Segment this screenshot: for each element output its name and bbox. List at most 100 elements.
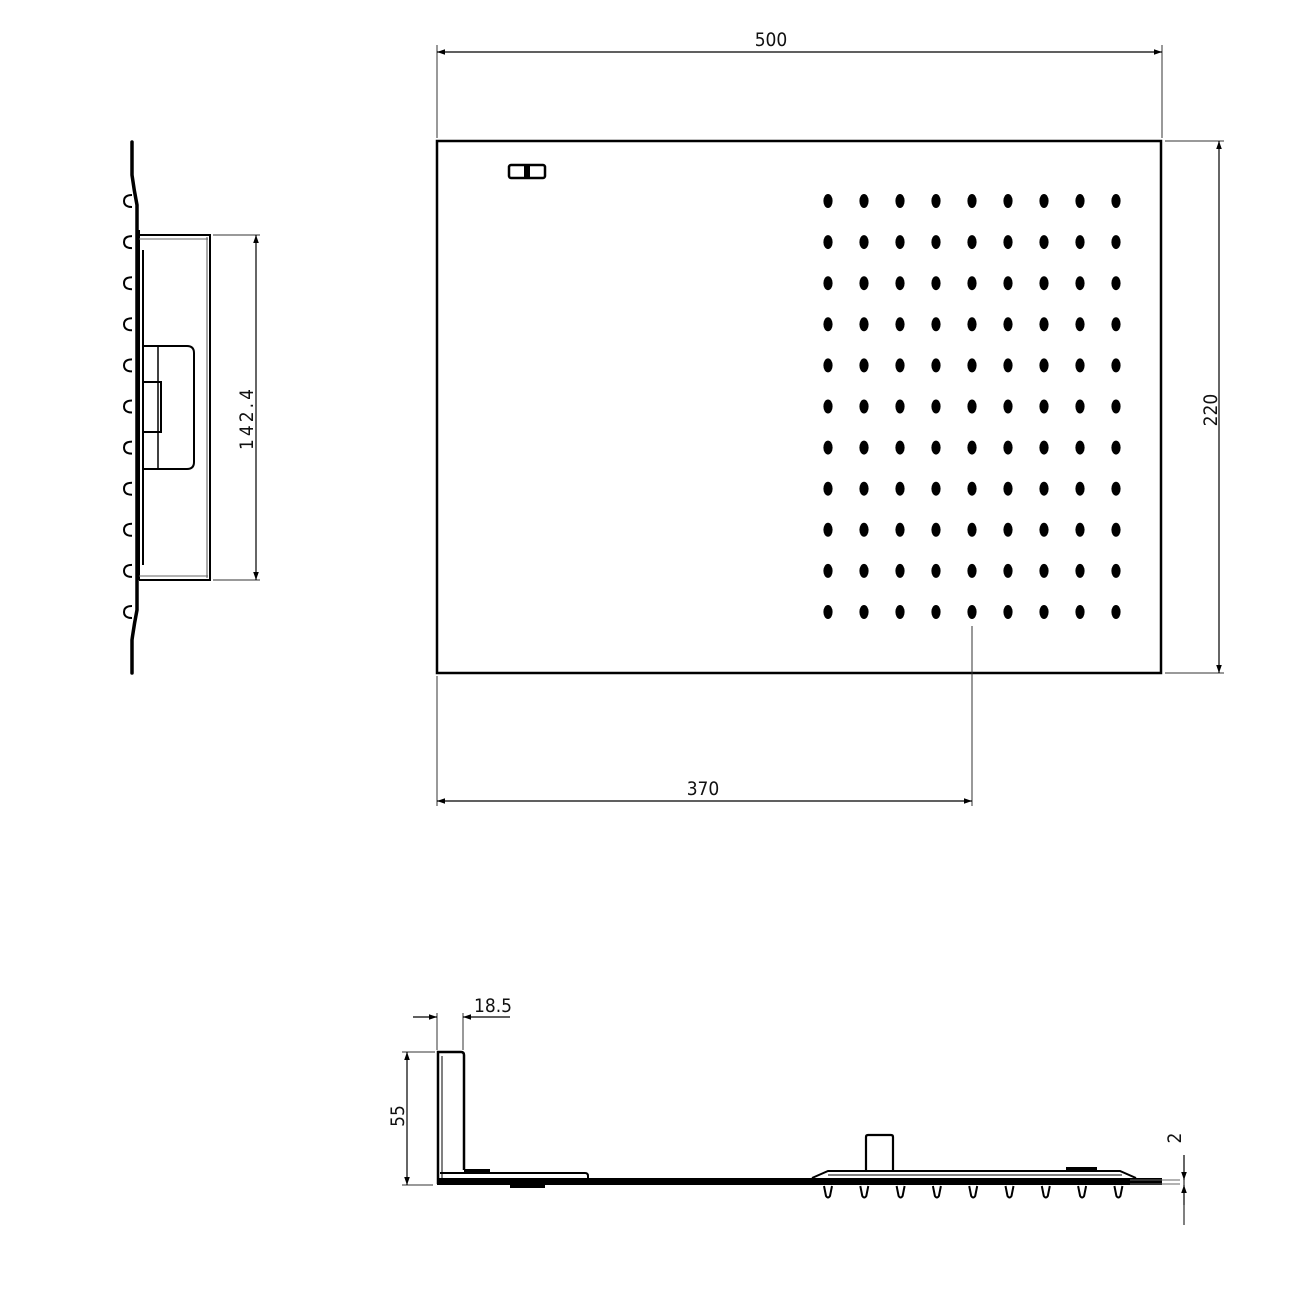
nozzle-dot [859,563,869,578]
section-view: 18.5 55 2 [387,995,1187,1225]
nozzle-dot [967,358,977,373]
section-nozzle [931,1185,942,1199]
nozzle-dot [931,563,941,578]
nozzle-dot [1003,317,1013,332]
nozzle-dot [931,358,941,373]
nozzle-dot [895,317,905,332]
nozzle-dot [1111,605,1121,619]
section-nozzle [1040,1185,1051,1199]
nozzle-dot [1039,563,1049,578]
side-nozzle [122,235,133,250]
section-nozzle-row [823,1185,1124,1199]
nozzle-dot [1075,276,1085,291]
nozzle-dot [931,194,941,208]
nozzle-dot [931,522,941,537]
nozzle-dot [895,563,905,578]
side-nozzle [122,481,133,496]
nozzle-dot [1075,399,1085,414]
nozzle-dot [823,358,833,373]
nozzle-dot [1075,522,1085,537]
side-nozzle-row [122,194,133,619]
nozzle-dot [1039,235,1049,250]
nozzle-dot [859,481,869,496]
nozzle-dot [823,440,833,455]
nozzle-dot [859,358,869,373]
side-nozzle [122,358,133,373]
nozzle-dot [1111,358,1121,373]
nozzle-dot [859,317,869,332]
nozzle-dot [1039,440,1049,455]
nozzle-dot [1003,440,1013,455]
nozzle-dot [1075,194,1085,208]
side-nozzle [122,522,133,537]
nozzle-dot [1039,481,1049,496]
nozzle-dot [931,440,941,455]
nozzle-dot [967,522,977,537]
thickness-dimension-label: 2 [1164,1133,1186,1144]
side-nozzle [122,563,133,578]
nozzle-dot [823,481,833,496]
section-nozzle [1113,1185,1124,1199]
nozzle-dot [1075,358,1085,373]
nozzle-dot [1111,276,1121,291]
nozzle-dot [1111,563,1121,578]
nozzle-dot [823,276,833,291]
nozzle-dot [931,605,941,619]
nozzle-dot [823,399,833,414]
nozzle-dot [931,481,941,496]
side-nozzle [122,317,133,332]
nozzle-dot [1111,317,1121,332]
arm-width-dimension-label: 18.5 [474,995,512,1017]
nozzle-dot [859,605,869,619]
nozzle-dot [1111,440,1121,455]
nozzle-dot [967,481,977,496]
nozzle-dot [1003,358,1013,373]
nozzle-dot [895,235,905,250]
side-nozzle [122,194,133,208]
plan-view: 500 220 370 [435,29,1224,806]
nozzle-dot [895,358,905,373]
nozzle-dot [1003,481,1013,496]
nozzle-dot [967,563,977,578]
nozzle-dot [895,276,905,291]
nozzle-dot [1003,522,1013,537]
nozzle-dot [1039,317,1049,332]
nozzle-dot [895,440,905,455]
section-nozzle [823,1185,833,1199]
nozzle-dot [859,235,869,250]
side-nozzle [122,399,133,414]
depth-dimension-label: 142.4 [236,386,258,450]
nozzle-dot [931,235,941,250]
nozzle-dot [859,399,869,414]
nozzle-dot [823,194,833,208]
nozzle-dot [1003,276,1013,291]
section-nozzle [895,1185,906,1199]
nozzle-dot [1075,563,1085,578]
nozzle-grid [823,194,1121,619]
side-nozzle [122,276,133,291]
nozzle-dot [1075,605,1085,619]
nozzle-dot [823,605,833,619]
nozzle-dot [1039,276,1049,291]
nozzle-dot [931,399,941,414]
section-nozzle [968,1185,979,1199]
nozzle-dot [1003,194,1013,208]
section-nozzle [1004,1185,1015,1199]
nozzle-dot [967,194,977,208]
nozzle-dot [1075,481,1085,496]
nozzle-dot [967,317,977,332]
nozzle-dot [823,317,833,332]
nozzle-dot [1111,522,1121,537]
nozzle-dot [859,522,869,537]
nozzle-dot [1111,399,1121,414]
nozzle-dot [895,522,905,537]
offset-dimension-label: 370 [687,778,720,800]
nozzle-dot [895,605,905,619]
nozzle-dot [1003,235,1013,250]
nozzle-dot [859,276,869,291]
nozzle-dot [823,235,833,250]
nozzle-dot [859,440,869,455]
shower-plate-outline [435,139,1163,675]
nozzle-dot [859,194,869,208]
